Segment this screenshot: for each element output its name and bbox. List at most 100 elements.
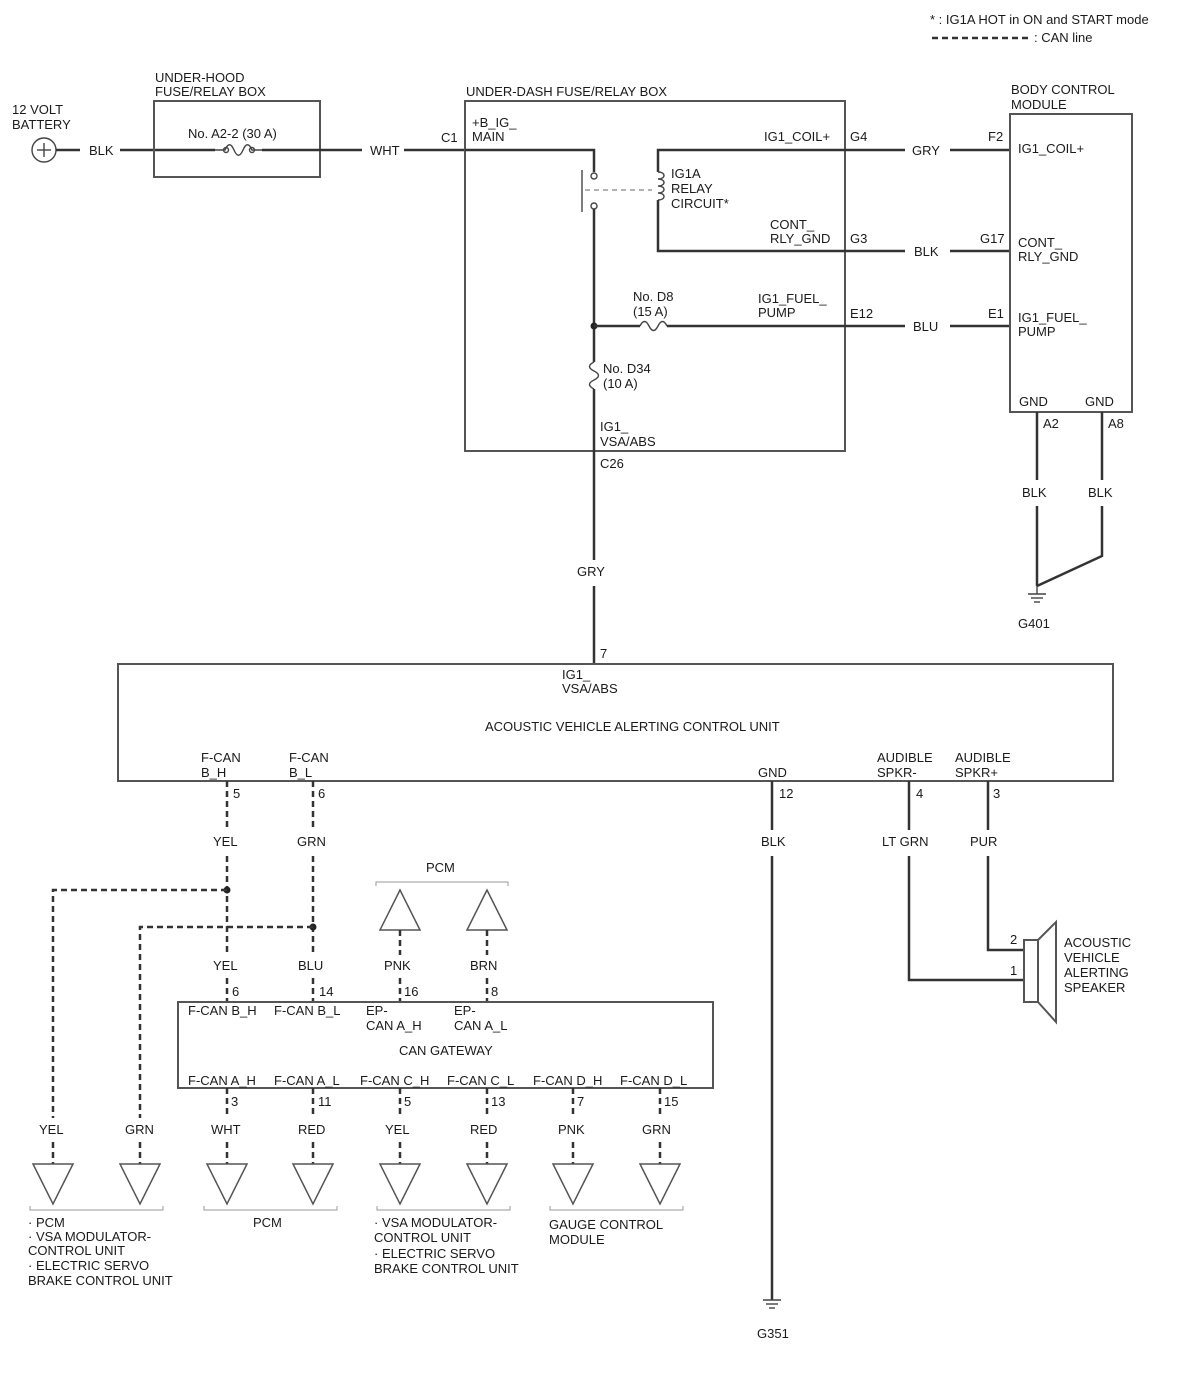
relay-label-2: RELAY	[671, 181, 713, 196]
wire-gnd-g351: BLK G351	[757, 781, 789, 1341]
bcm-gnd-label-2: GND	[1085, 394, 1114, 409]
ig1-coil-label: IG1_COIL+	[764, 129, 830, 144]
gateway-pin11: 11	[318, 1094, 332, 1109]
relay-contact-bottom	[590, 202, 598, 210]
avacu-spkr-plus-label-2: SPKR+	[955, 765, 998, 780]
wire-label-red-2: RED	[470, 1122, 497, 1137]
battery-label-2: BATTERY	[12, 117, 71, 132]
wire-label-blk-cont: BLK	[914, 244, 939, 259]
pin-f2: F2	[988, 129, 1003, 144]
avacu-gnd-label: GND	[758, 765, 787, 780]
speaker-label-2: VEHICLE	[1064, 950, 1120, 965]
avacu-spkr-plus-label-1: AUDIBLE	[955, 750, 1011, 765]
bracket-group-1	[29, 1206, 164, 1211]
pin-g17: G17	[980, 231, 1005, 246]
can-gateway: 6 14 16 8 F-CAN B_H F-CAN B_L EP- CAN A_…	[177, 984, 714, 1109]
gateway-ep-h-2: CAN A_H	[366, 1018, 422, 1033]
legend-can-line-label: : CAN line	[1034, 30, 1093, 45]
gateway-fcan-dl: F-CAN D_L	[620, 1073, 687, 1088]
dest-group3-line3: · ELECTRIC SERVO	[374, 1246, 495, 1261]
avacu-pin7: 7	[600, 646, 607, 661]
internal-wire-cont-rly-gnd	[656, 200, 846, 253]
speaker-label-4: SPEAKER	[1064, 980, 1125, 995]
gateway-fcan-dh: F-CAN D_H	[533, 1073, 602, 1088]
avacu-box-outline	[117, 663, 1114, 782]
wires-to-bcm: GRY BLK BLU	[846, 143, 1010, 334]
under-dash-title: UNDER-DASH FUSE/RELAY BOX	[466, 84, 667, 99]
dest-group1-line4: · ELECTRIC SERVO	[28, 1258, 149, 1273]
gateway-pin13: 13	[491, 1094, 505, 1109]
connector-down-8	[638, 1163, 682, 1206]
bracket-group-2	[203, 1206, 338, 1211]
can-wire-yel-branch	[51, 888, 227, 1118]
gateway-ep-l-2: CAN A_L	[454, 1018, 507, 1033]
can-gateway-title: CAN GATEWAY	[399, 1043, 493, 1058]
wire-label-grn-pin6: GRN	[297, 834, 326, 849]
b-ig-main-label-1: +B_IG_	[472, 115, 517, 130]
avacu-title: ACOUSTIC VEHICLE ALERTING CONTROL UNIT	[485, 719, 780, 734]
fuse-a2-2-label: No. A2-2 (30 A)	[188, 126, 277, 141]
avacu-fcan-bh-label-2: B_H	[201, 765, 226, 780]
dest-group1-line2: · VSA MODULATOR-	[28, 1229, 151, 1244]
under-hood-box-outline	[153, 100, 321, 178]
battery-label-1: 12 VOLT	[12, 102, 63, 117]
speaker-cone	[1037, 919, 1057, 1025]
connector-down-4	[291, 1163, 335, 1206]
bcm-fuel-label-1: IG1_FUEL_	[1018, 310, 1087, 325]
wire-label-gw-yel: YEL	[213, 958, 238, 973]
wire-label-yel-2: YEL	[385, 1122, 410, 1137]
wire-a8-to-ground	[1036, 506, 1104, 588]
fuse-d34-label-2: (10 A)	[603, 376, 638, 391]
wire-label-brn-top: BRN	[470, 958, 497, 973]
avacu-pin6: 6	[318, 786, 325, 801]
under-hood-title-2: FUSE/RELAY BOX	[155, 84, 266, 99]
gateway-fcan-al: F-CAN A_L	[274, 1073, 340, 1088]
gateway-pin14: 14	[319, 984, 333, 999]
pin-e1: E1	[988, 306, 1004, 321]
pin-e12: E12	[850, 306, 873, 321]
wire-label-grn-2: GRN	[642, 1122, 671, 1137]
bcm-box-outline	[1009, 113, 1133, 413]
pcm-top-connector-16	[378, 888, 422, 931]
connector-down-5	[378, 1163, 422, 1206]
avacu-pin3: 3	[993, 786, 1000, 801]
gateway-fcan-bh: F-CAN B_H	[188, 1003, 257, 1018]
ig1-vsa-abs-label-1: IG1_	[600, 419, 629, 434]
internal-wire-ig1-coil	[656, 148, 846, 172]
under-dash-fuse-relay-box: UNDER-DASH FUSE/RELAY BOX C1 +B_IG_ MAIN…	[441, 84, 873, 471]
connector-down-2	[118, 1163, 162, 1206]
gateway-pin5: 5	[404, 1094, 411, 1109]
dest-group3-line1: · VSA MODULATOR-	[374, 1215, 497, 1230]
gateway-fcan-ch: F-CAN C_H	[360, 1073, 429, 1088]
dest-group3-line4: BRAKE CONTROL UNIT	[374, 1261, 519, 1276]
b-ig-main-label-2: MAIN	[472, 129, 505, 144]
relay-coil-icon	[657, 171, 665, 201]
bcm-title-1: BODY CONTROL	[1011, 82, 1115, 97]
dest-group4-line2: MODULE	[549, 1232, 605, 1247]
connector-down-3	[205, 1163, 249, 1206]
pin-c26: C26	[600, 456, 624, 471]
connector-down-7	[551, 1163, 595, 1206]
avacu-spkr-minus-label-2: SPKR-	[877, 765, 917, 780]
gateway-ep-l-1: EP-	[454, 1003, 476, 1018]
avacu-fcan-bh-label-1: F-CAN	[201, 750, 241, 765]
pcm-ep-can: PCM PNK BRN	[375, 860, 509, 1002]
gateway-pin16: 16	[404, 984, 418, 999]
gateway-pin6: 6	[232, 984, 239, 999]
wire-label-yel-far: YEL	[39, 1122, 64, 1137]
dest-group3-line2: CONTROL UNIT	[374, 1230, 471, 1245]
wire-label-pnk-top: PNK	[384, 958, 411, 973]
under-hood-fuse-box: UNDER-HOOD FUSE/RELAY BOX No. A2-2 (30 A…	[153, 70, 465, 178]
wire-label-gw-blu: BLU	[298, 958, 323, 973]
wire-label-a8-blk: BLK	[1088, 485, 1113, 500]
fuse-d34-icon	[588, 361, 600, 390]
bcm-ig1-coil-label: IG1_COIL+	[1018, 141, 1084, 156]
fuse-d34-label-1: No. D34	[603, 361, 651, 376]
bcm-title-2: MODULE	[1011, 97, 1067, 112]
body-control-module: BODY CONTROL MODULE F2 IG1_COIL+ G17 CON…	[980, 82, 1133, 631]
relay-label-1: IG1A	[671, 166, 701, 181]
pin-c1: C1	[441, 130, 458, 145]
under-hood-title-1: UNDER-HOOD	[155, 70, 245, 85]
pin-g4: G4	[850, 129, 867, 144]
pin-a2: A2	[1043, 416, 1059, 431]
